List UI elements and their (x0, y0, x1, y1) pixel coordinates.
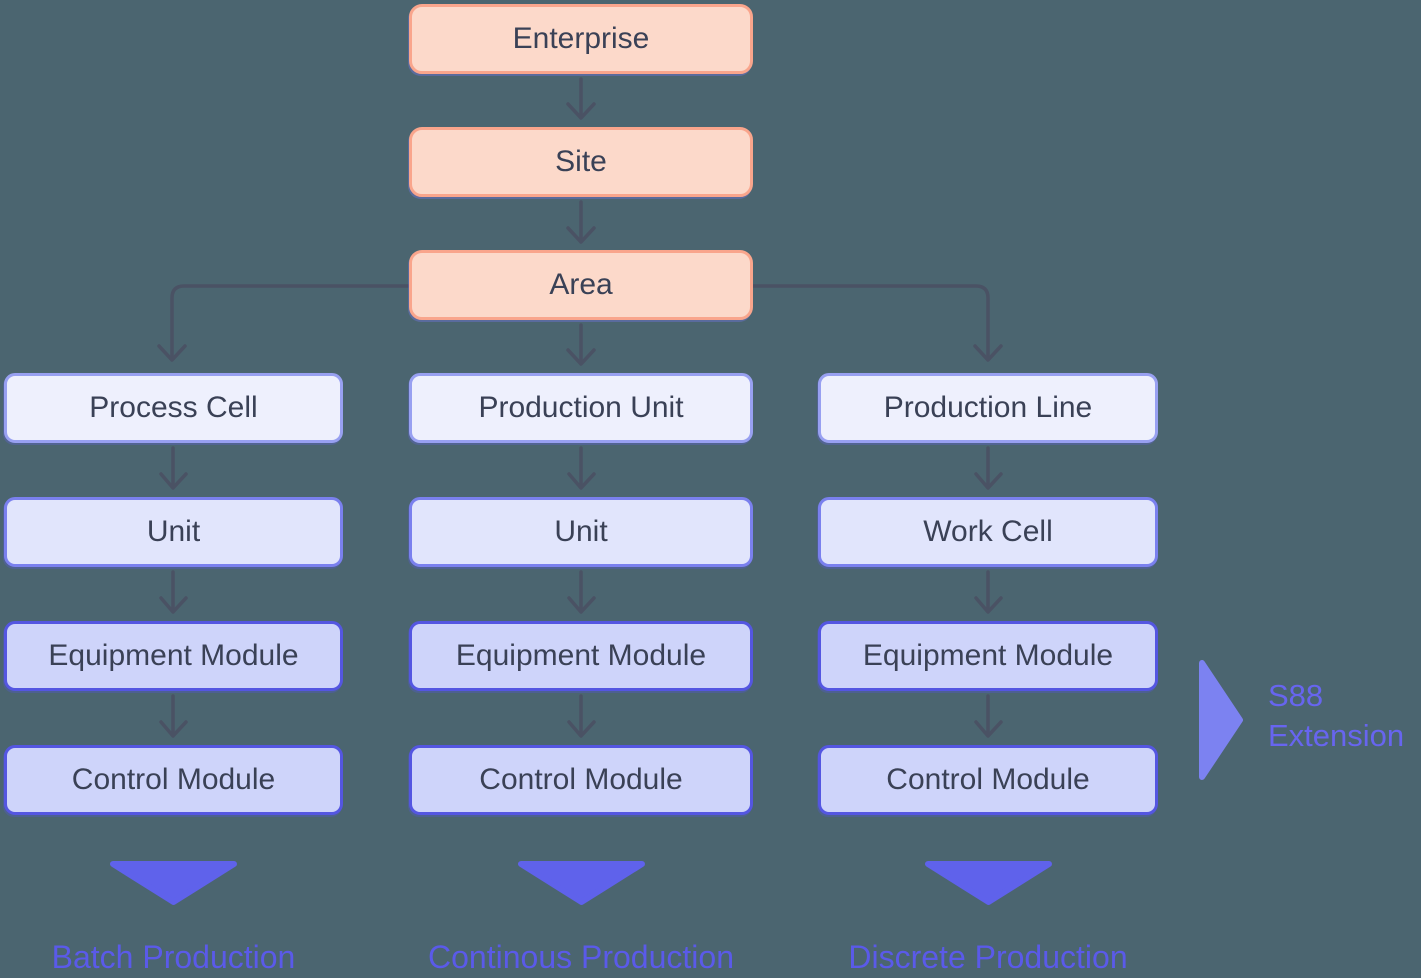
s88-extension-label-line1: S88 (1268, 678, 1324, 713)
s88-extension-label: S88 Extension (1268, 676, 1404, 756)
arrow-production-unit-to-unit (567, 446, 596, 490)
box-site: Site (409, 127, 753, 197)
s88-extension-arrow-icon (1199, 660, 1243, 780)
triangle-continuous-production (518, 861, 645, 905)
box-equipment-module-continuous: Equipment Module (409, 621, 753, 691)
box-production-unit: Production Unit (409, 373, 753, 443)
arrow-unit-to-equipment-module-2 (567, 570, 596, 614)
arrow-equipment-module-to-control-module-2 (567, 694, 596, 738)
label-continuous-production: Continous Production (428, 939, 734, 975)
triangle-discrete-production (925, 861, 1052, 905)
arrow-equipment-module-to-control-module-3 (974, 694, 1003, 738)
branch-area-to-process-cell (157, 284, 411, 362)
box-area: Area (409, 250, 753, 320)
arrow-production-line-to-work-cell (974, 446, 1003, 490)
arrow-work-cell-to-equipment-module-3 (974, 570, 1003, 614)
box-control-module-discrete: Control Module (818, 745, 1158, 815)
triangle-batch-production (110, 861, 237, 905)
box-equipment-module-discrete: Equipment Module (818, 621, 1158, 691)
arrow-site-to-area (566, 200, 596, 244)
label-discrete-production: Discrete Production (848, 939, 1128, 975)
s88-extension-label-line2: Extension (1268, 718, 1405, 753)
box-unit-continuous: Unit (409, 497, 753, 567)
arrow-unit-to-equipment-module-1 (159, 570, 188, 614)
branch-area-to-production-line (751, 284, 1003, 362)
box-unit-batch: Unit (4, 497, 343, 567)
box-enterprise: Enterprise (409, 4, 753, 74)
box-equipment-module-batch: Equipment Module (4, 621, 343, 691)
label-batch-production: Batch Production (51, 939, 296, 975)
arrow-area-to-production-unit (566, 323, 596, 366)
box-control-module-continuous: Control Module (409, 745, 753, 815)
arrow-process-cell-to-unit (159, 446, 188, 490)
box-control-module-batch: Control Module (4, 745, 343, 815)
arrow-equipment-module-to-control-module-1 (159, 694, 188, 738)
box-process-cell: Process Cell (4, 373, 343, 443)
box-work-cell: Work Cell (818, 497, 1158, 567)
box-production-line: Production Line (818, 373, 1158, 443)
arrow-enterprise-to-site (566, 77, 596, 120)
